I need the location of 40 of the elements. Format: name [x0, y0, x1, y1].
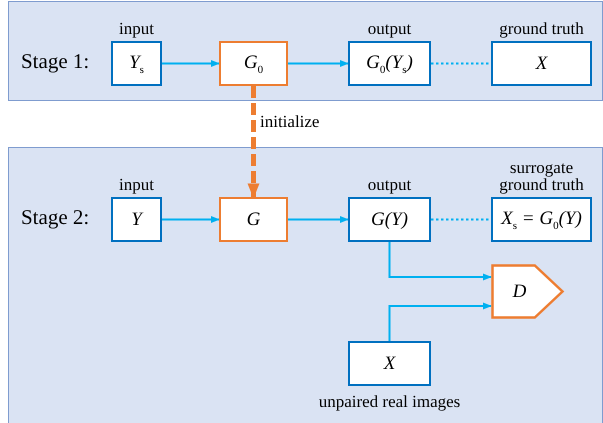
- data-box: [348, 41, 431, 86]
- arrow: [162, 60, 220, 68]
- stage-panel: [8, 147, 603, 423]
- data-box: [491, 41, 592, 86]
- math-symbol: X: [536, 52, 548, 74]
- stage-label: Stage 1:: [21, 49, 90, 74]
- stage-panel: [8, 1, 603, 101]
- stage-label: Stage 2:: [21, 205, 90, 230]
- node-label: input: [118, 20, 155, 37]
- node-label: output: [366, 20, 412, 37]
- data-box: [348, 341, 431, 386]
- math-symbol: G$_{0}$: [244, 52, 264, 76]
- math-symbol: D: [512, 280, 526, 302]
- data-box: [348, 197, 431, 242]
- math-symbol: Y$_{s}$: [129, 52, 144, 76]
- node-label: surrogate ground truth: [498, 159, 585, 193]
- arrow: [248, 86, 260, 198]
- math-symbol: X: [384, 352, 396, 374]
- node-label: input: [118, 176, 155, 193]
- math-symbol: G$_{0}$(Y$_{s}$): [366, 52, 413, 76]
- math-symbol: G: [246, 208, 260, 230]
- arrow: [162, 216, 220, 224]
- arrow: [288, 60, 349, 68]
- data-box: [111, 41, 162, 86]
- node-label: ground truth: [498, 20, 585, 37]
- data-box: [111, 197, 162, 242]
- dotted-line: [431, 218, 491, 220]
- dotted-line: [431, 62, 491, 64]
- math-symbol: Y: [131, 208, 142, 230]
- math-symbol: G(Y): [371, 208, 408, 230]
- arrow: [388, 242, 492, 281]
- node-label: unpaired real images: [318, 393, 462, 410]
- arrow: [388, 302, 492, 341]
- data-box: [491, 197, 592, 242]
- math-symbol: X$_{s}$ = G$_{0}$(Y): [501, 208, 582, 232]
- discriminator-pentagon: [491, 264, 564, 319]
- node-label: output: [366, 176, 412, 193]
- network-box: [219, 41, 288, 86]
- network-box: [219, 197, 288, 242]
- arrow: [288, 216, 349, 224]
